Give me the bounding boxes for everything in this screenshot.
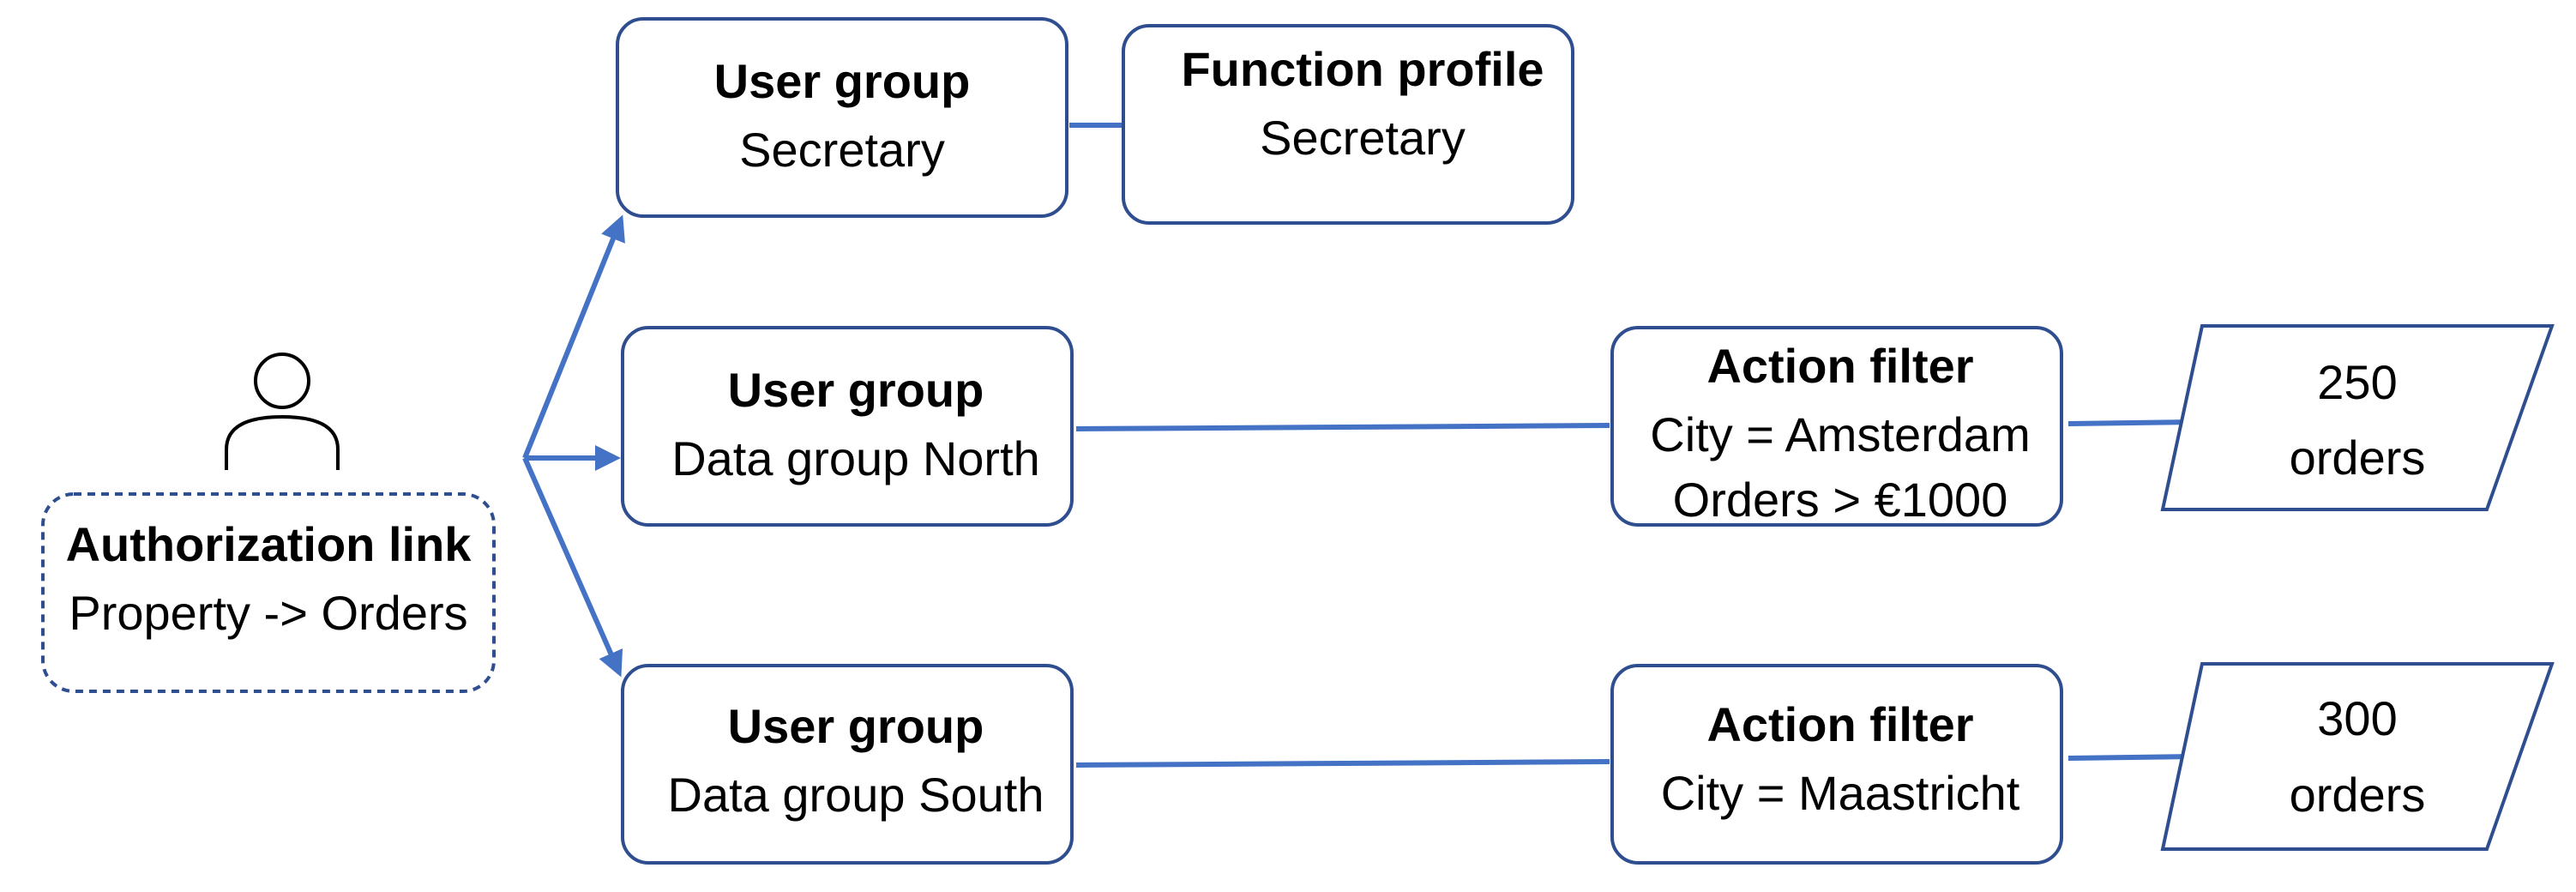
orders-north-label: orders — [2290, 431, 2426, 485]
authorization-link-title: Authorization link — [66, 517, 472, 571]
user-group-north-node[interactable]: User group Data group North — [621, 326, 1074, 527]
action-filter-south-title: Action filter — [1706, 697, 1973, 751]
action-filter-north-line1: City = Amsterdam — [1650, 407, 2030, 461]
link-filter-orders-north — [2067, 419, 2194, 426]
user-group-north-subtitle: Data group North — [671, 431, 1040, 485]
arrow-to-secretary — [522, 214, 625, 460]
action-filter-north-node[interactable]: Action filter City = Amsterdam Orders > … — [1610, 326, 2063, 527]
connectors — [522, 123, 2194, 768]
function-profile-title: Function profile — [1181, 42, 1544, 96]
user-group-secretary-node[interactable]: User group Secretary — [616, 17, 1068, 218]
arrow-to-south — [522, 456, 623, 678]
action-filter-north-title: Action filter — [1706, 339, 1973, 393]
orders-south-label: orders — [2290, 768, 2426, 822]
link-south-filter — [1075, 759, 1610, 768]
user-group-secretary-subtitle: Secretary — [739, 123, 945, 177]
user-group-north-title: User group — [728, 363, 984, 417]
link-filter-orders-south — [2067, 754, 2194, 761]
authorization-link-subtitle: Property -> Orders — [69, 586, 467, 640]
user-group-secretary-title: User group — [714, 54, 971, 108]
person-icon — [225, 353, 340, 470]
link-north-filter — [1075, 423, 1610, 431]
authorization-link-node[interactable]: Authorization link Property -> Orders — [41, 492, 496, 693]
user-group-south-node[interactable]: User group Data group South — [621, 664, 1074, 865]
orders-south-count: 300 — [2317, 691, 2397, 745]
user-group-south-subtitle: Data group South — [668, 768, 1044, 822]
orders-north-node[interactable]: 250 orders — [2160, 324, 2555, 511]
orders-north-count: 250 — [2317, 355, 2397, 409]
function-profile-subtitle: Secretary — [1260, 111, 1466, 165]
orders-south-node[interactable]: 300 orders — [2160, 662, 2555, 851]
function-profile-node[interactable]: Function profile Secretary — [1122, 24, 1574, 225]
user-group-south-title: User group — [728, 699, 984, 753]
action-filter-south-line1: City = Maastricht — [1661, 766, 2020, 820]
action-filter-north-line2: Orders > €1000 — [1673, 473, 2008, 527]
action-filter-south-node[interactable]: Action filter City = Maastricht — [1610, 664, 2063, 865]
